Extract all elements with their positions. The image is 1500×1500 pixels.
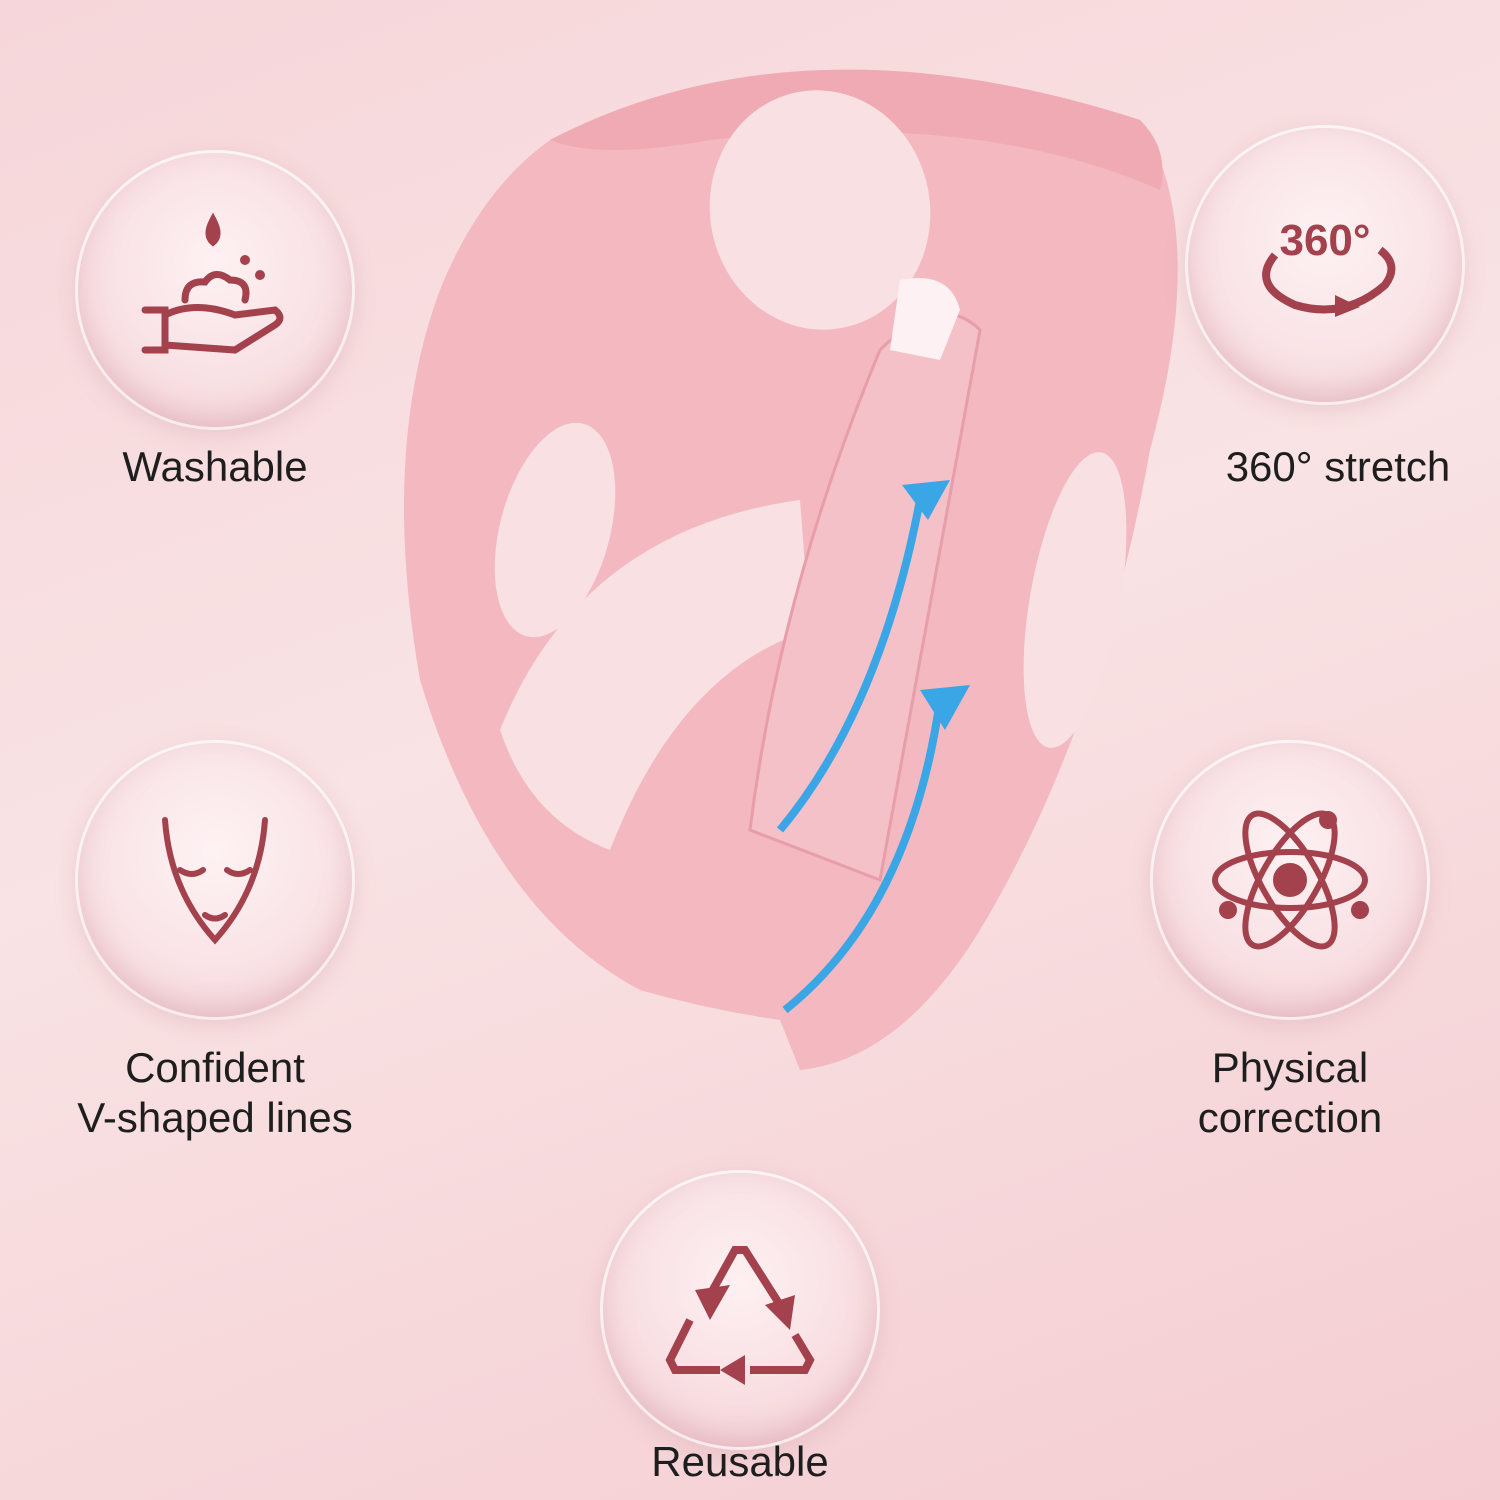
rotation-360-icon: 360° <box>1262 216 1396 317</box>
rotation-text: 360° <box>1279 216 1370 265</box>
v-shape-bubble <box>75 740 355 1020</box>
atom-icon <box>1212 810 1369 950</box>
reusable-label: Reusable <box>651 1438 829 1485</box>
physical-correction-label-line1: Physical <box>1211 1044 1369 1091</box>
stretch-label: 360° stretch <box>1225 443 1451 490</box>
recycle-icon <box>665 1246 815 1385</box>
face-icon <box>162 817 268 945</box>
stretch-bubble: 360° <box>1185 125 1465 405</box>
chin-strap-product-image <box>404 69 1178 1071</box>
physical-correction-label-line2: correction <box>1197 1094 1383 1141</box>
reusable-bubble <box>600 1170 880 1450</box>
washable-bubble <box>75 150 355 430</box>
v-shape-label: Confident V-shaped lines <box>77 1043 353 1143</box>
washing-hands-icon <box>141 212 284 354</box>
v-shape-label-line1: Confident <box>125 1044 305 1091</box>
v-shape-label-line2: V-shaped lines <box>77 1094 353 1141</box>
physical-correction-bubble <box>1150 740 1430 1020</box>
physical-correction-label: Physical correction <box>1198 1043 1382 1143</box>
washable-label: Washable <box>122 443 308 490</box>
